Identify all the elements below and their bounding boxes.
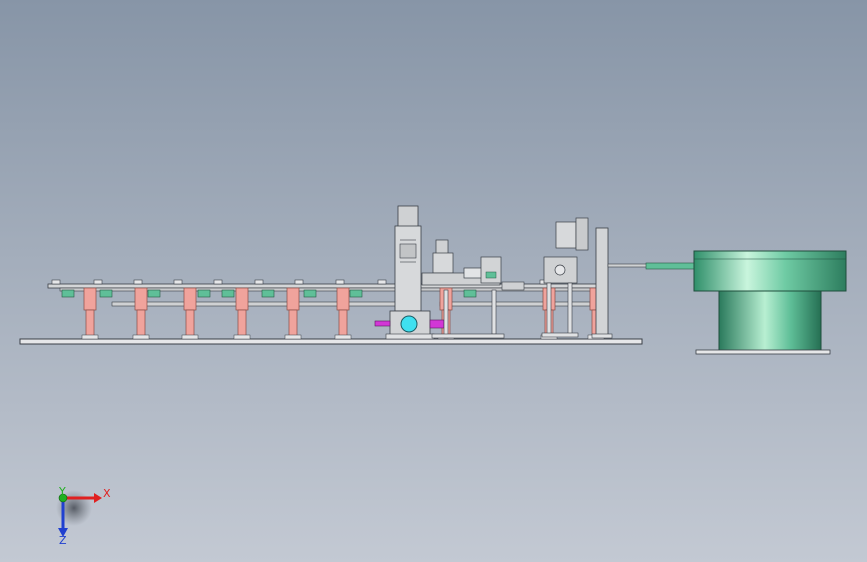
- conveyor-clamp[interactable]: [99, 289, 113, 298]
- conveyor-leg[interactable]: [284, 287, 302, 340]
- rail-knob: [133, 279, 143, 285]
- conveyor-leg[interactable]: [233, 287, 251, 340]
- z-axis-label: Z: [59, 534, 67, 547]
- servo-motor[interactable]: [400, 315, 418, 333]
- rail-knob: [213, 279, 223, 285]
- conveyor-clamp[interactable]: [197, 289, 211, 298]
- bowl-foot[interactable]: [695, 349, 831, 355]
- base-plate[interactable]: [19, 338, 643, 345]
- rail-knob: [173, 279, 183, 285]
- rail-knob: [93, 279, 103, 285]
- conveyor-legs[interactable]: [81, 287, 605, 340]
- conveyor-clamp[interactable]: [463, 289, 477, 298]
- conveyor-clamp[interactable]: [147, 289, 161, 298]
- y-axis-label: Y: [58, 485, 66, 498]
- rail-knob: [254, 279, 264, 285]
- conveyor-clamp[interactable]: [221, 289, 235, 298]
- orientation-triad: X Y Z: [56, 485, 111, 547]
- left-cylinder[interactable]: [374, 320, 391, 327]
- conveyor-leg[interactable]: [334, 287, 352, 340]
- rail-knob: [294, 279, 304, 285]
- x-axis-label: X: [103, 487, 111, 500]
- conveyor-clamp[interactable]: [349, 289, 363, 298]
- bowl-base[interactable]: [718, 290, 822, 352]
- conveyor-leg[interactable]: [181, 287, 199, 340]
- press-station[interactable]: [421, 239, 525, 339]
- conveyor-clamp[interactable]: [303, 289, 317, 298]
- conveyor-clamp[interactable]: [61, 289, 75, 298]
- rail-knob: [335, 279, 345, 285]
- vertical-lift-module[interactable]: [374, 205, 445, 340]
- vibratory-bowl-feeder[interactable]: [693, 250, 847, 355]
- bowl-top[interactable]: [693, 250, 847, 292]
- rail-knob: [377, 279, 387, 285]
- conveyor-leg[interactable]: [81, 287, 99, 340]
- conveyor-clamps[interactable]: [61, 289, 477, 298]
- conveyor-leg[interactable]: [132, 287, 150, 340]
- transfer-station[interactable]: [541, 217, 613, 339]
- conveyor-clamp[interactable]: [261, 289, 275, 298]
- rail-knob: [51, 279, 61, 285]
- feeder-track[interactable]: [607, 262, 699, 270]
- right-cylinder[interactable]: [429, 319, 445, 329]
